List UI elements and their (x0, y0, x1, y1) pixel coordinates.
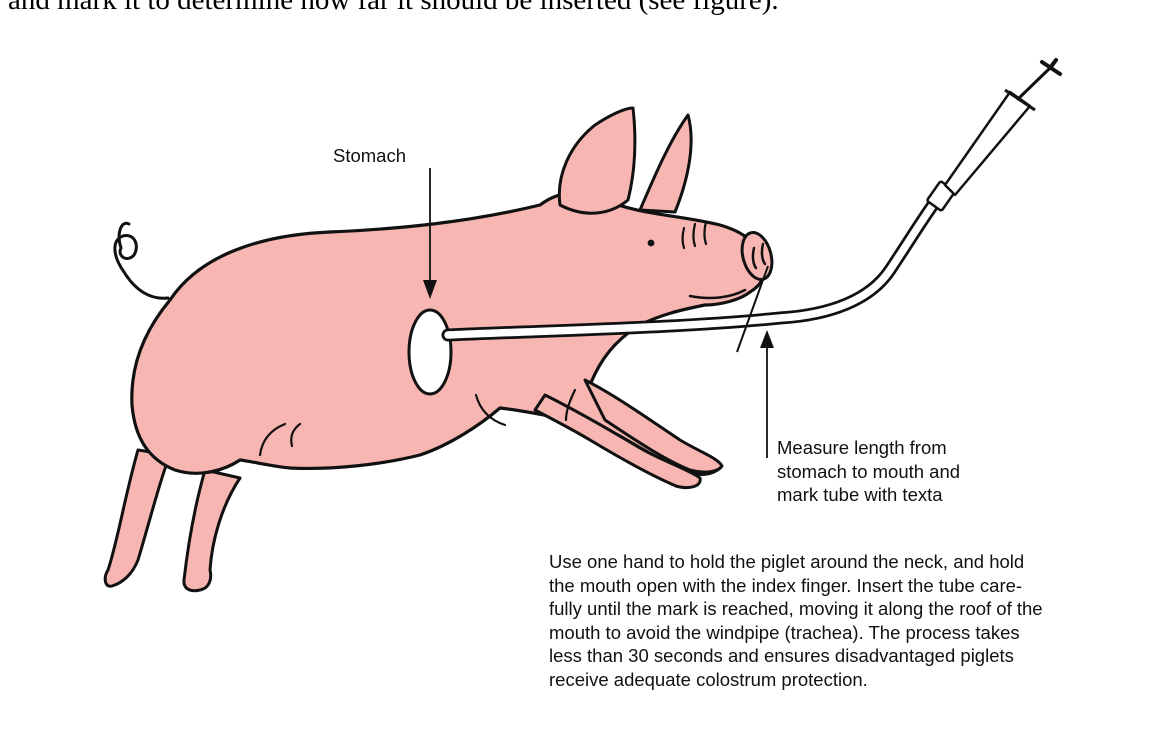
pig-eye (648, 240, 655, 247)
instructions-line: mouth to avoid the windpipe (trachea). T… (549, 621, 1043, 645)
instructions-line: Use one hand to hold the piglet around t… (549, 550, 1043, 574)
stomach-label: Stomach (333, 144, 406, 168)
measure-label-line: stomach to mouth and (777, 460, 960, 484)
instructions-line: fully until the mark is reached, moving … (549, 597, 1043, 621)
pig-rear-far-leg (105, 450, 170, 586)
measure-label: Measure length from stomach to mouth and… (777, 436, 960, 507)
pig-rear-near-leg (184, 470, 240, 591)
instructions-line: the mouth open with the index finger. In… (549, 574, 1043, 598)
pig-tail (115, 223, 168, 298)
measure-arrow-head (760, 330, 774, 348)
pig-ear-front (559, 108, 635, 213)
instructions-line: receive adequate colostrum protection. (549, 668, 1043, 692)
syringe-plunger (1018, 68, 1050, 99)
measure-label-line: mark tube with texta (777, 483, 960, 507)
pig-ear-back (640, 115, 691, 212)
measure-label-line: Measure length from (777, 436, 960, 460)
stomach-marker (409, 310, 451, 394)
syringe-barrel (945, 92, 1030, 195)
instructions-line: less than 30 seconds and ensures disadva… (549, 644, 1043, 668)
instructions-text: Use one hand to hold the piglet around t… (549, 550, 1043, 691)
